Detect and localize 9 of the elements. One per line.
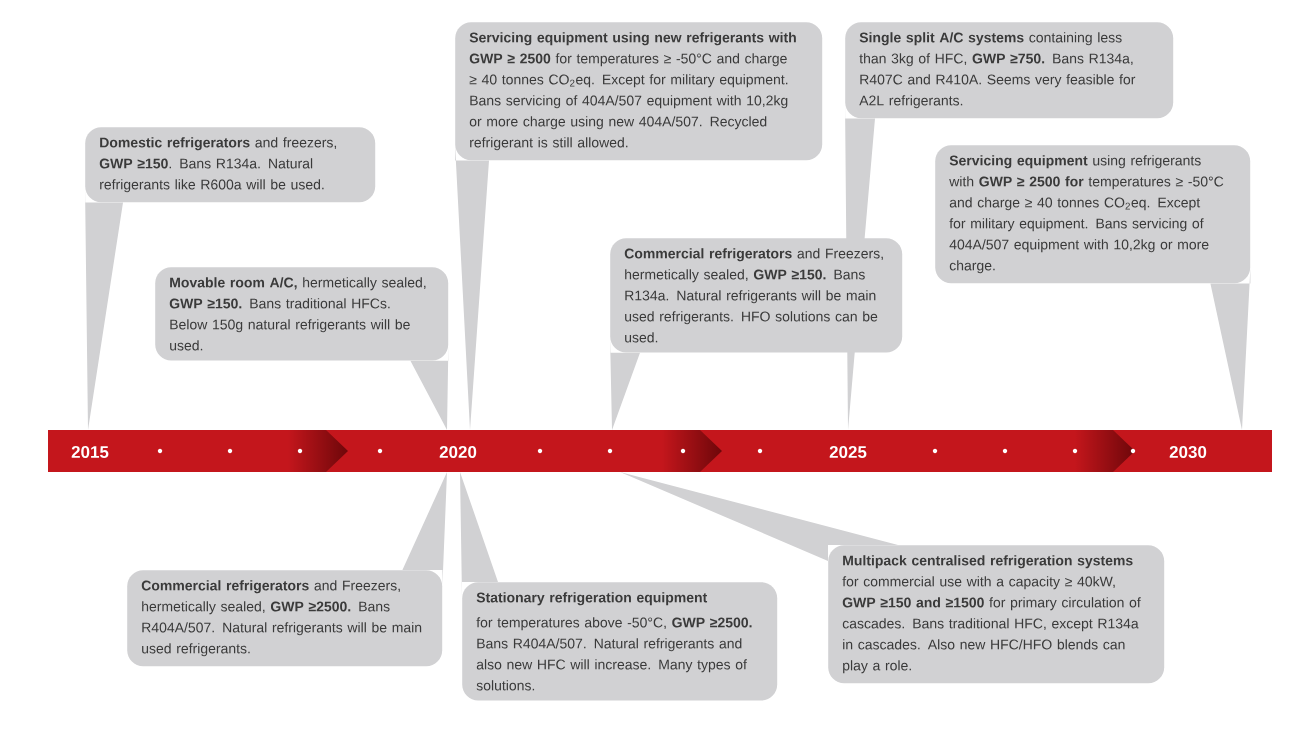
year-label: 2030 — [1169, 445, 1207, 458]
year-label: 2020 — [439, 445, 477, 458]
year-label: 2025 — [829, 445, 867, 458]
callout-bubble: Stationary refrigeration equipment for temperatures above -50°C, GWP ≥2500. Bans R404A/507. Natural refrigerants and also new HFC will increase. Many types of solutions. — [460, 472, 778, 701]
year-label: 2015 — [71, 445, 109, 458]
callout-bubble: Servicing equipment using refrigerants with GWP ≥ 2500 for temperatures ≥ -50°C and charge ≥ 40 tonnes CO$_{2}$eq. Except for military equipment. Bans servicing of 404A/507 equipment with 10,2kg or more charge. — [935, 145, 1251, 430]
callout-bubble: Commercial refrigerators and Freezers, hermetically sealed, GWP ≥2500. Bans R404A/507. Natural refrigerants will be main used refrigerants. — [127, 472, 447, 667]
callout-bubble: Movable room A/C, hermetically sealed, GWP ≥150. Bans traditional HFCs. Below 150g natural refrigerants will be used. — [155, 267, 449, 430]
callout-bubble: Commercial refrigerators and Freezers, hermetically sealed, GWP ≥150. Bans R134a. Natural refrigerants will be main used refrigerants. HFO solutions can be used. — [610, 238, 903, 430]
